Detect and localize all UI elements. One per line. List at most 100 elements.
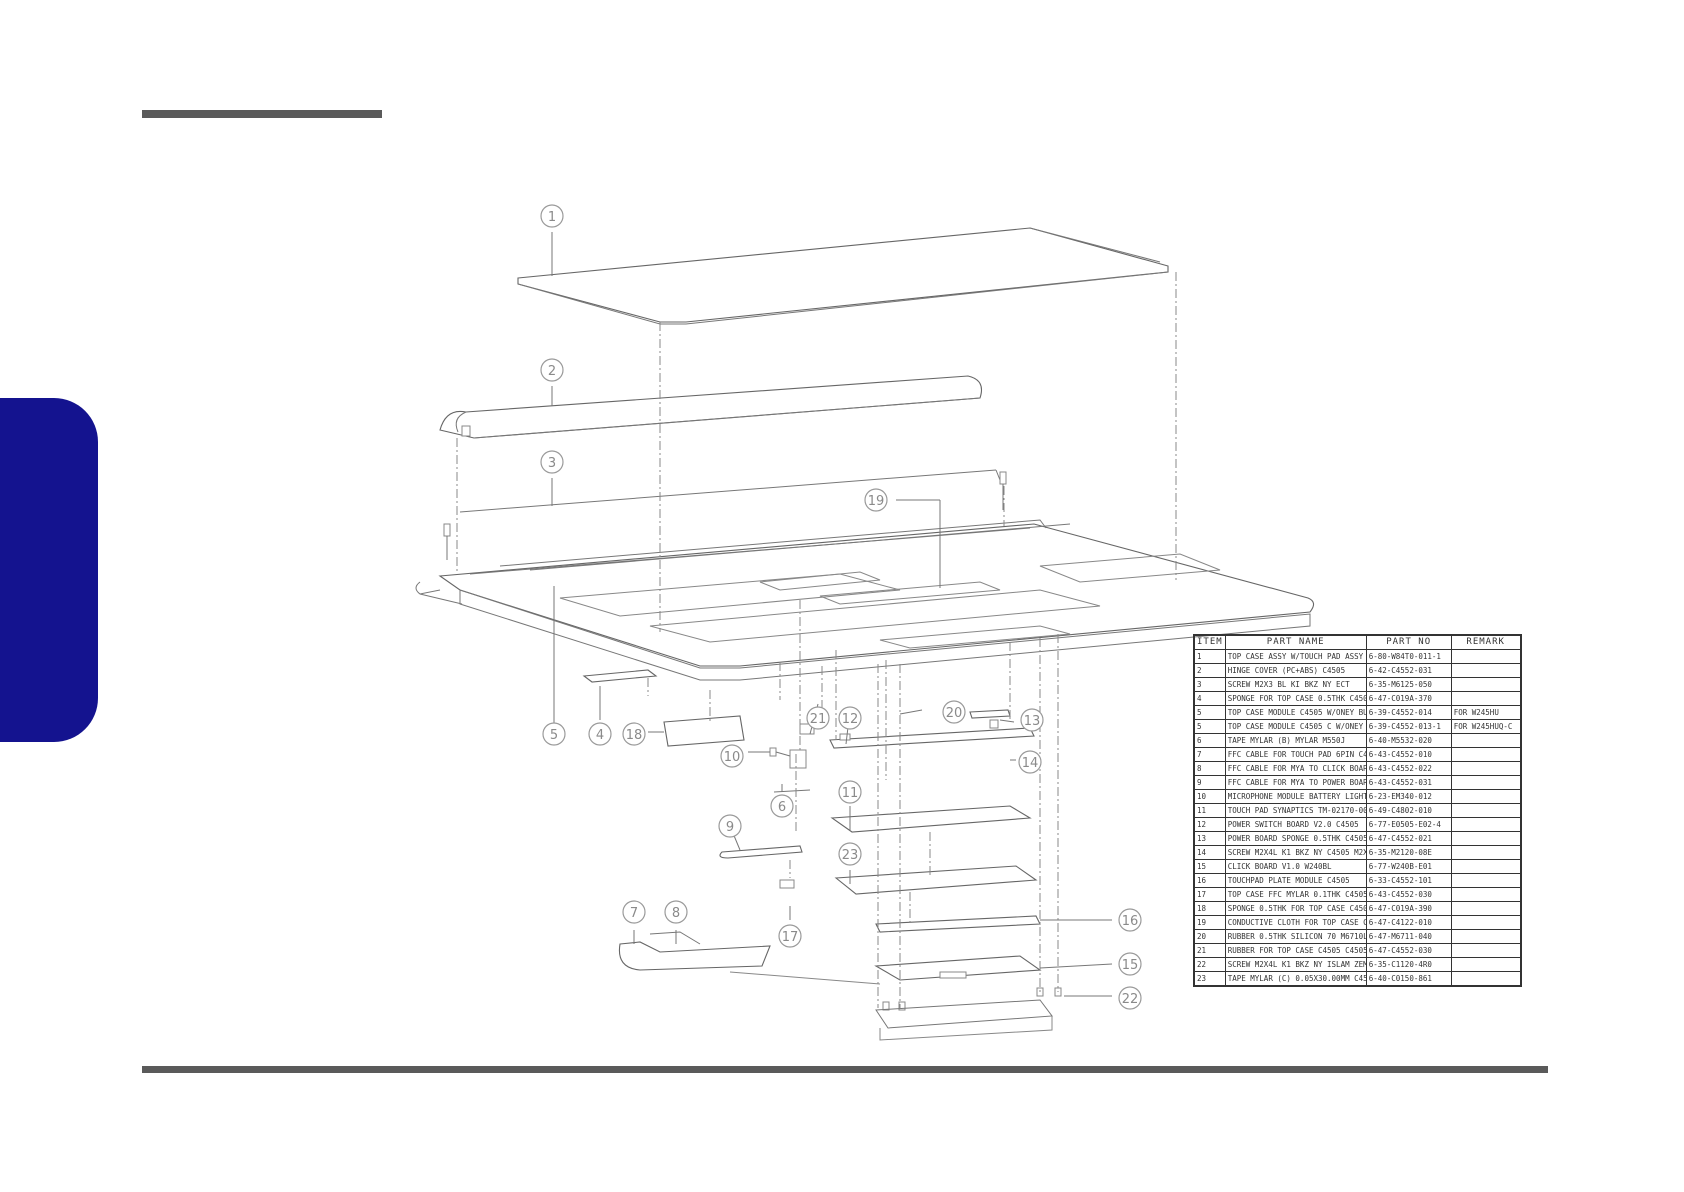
svg-text:4: 4: [596, 728, 604, 743]
callout-19: 19: [864, 488, 888, 512]
cell-remark: [1450, 943, 1522, 958]
cell-item: 11: [1193, 803, 1226, 818]
cell-part-no: 6-47-C019A-390: [1365, 901, 1452, 916]
cell-remark: [1450, 873, 1522, 888]
cell-item: 9: [1193, 775, 1226, 790]
callout-22: 22: [1118, 986, 1142, 1010]
cell-item: 15: [1193, 859, 1226, 874]
cell-part-name: CONDUCTIVE CLOTH FOR TOP CASE C4505: [1224, 915, 1367, 930]
chapter-side-tab: [0, 398, 98, 742]
cell-remark: [1450, 761, 1522, 776]
cell-item: 5: [1193, 719, 1226, 734]
part-tape-mylar-6: [773, 789, 811, 793]
svg-text:6: 6: [778, 800, 786, 815]
cell-remark: FOR W245HU: [1450, 705, 1522, 720]
svg-text:22: 22: [1122, 992, 1139, 1007]
svg-text:2: 2: [548, 364, 556, 379]
cell-part-no: 6-43-C4552-030: [1365, 887, 1452, 902]
cell-remark: [1450, 845, 1522, 860]
cell-item: 5: [1193, 705, 1226, 720]
svg-text:21: 21: [810, 712, 827, 727]
svg-text:1: 1: [548, 210, 556, 225]
part-top-case-module: [415, 519, 1315, 681]
cell-part-no: 6-77-E0505-E02-4: [1365, 817, 1452, 832]
cell-remark: [1450, 817, 1522, 832]
header-part-name: PART NAME: [1224, 634, 1367, 650]
cell-remark: [1450, 887, 1522, 902]
svg-text:13: 13: [1024, 714, 1041, 729]
screw-right: [999, 471, 1007, 510]
cell-part-name: SPONGE 0.5THK FOR TOP CASE C4505: [1224, 901, 1367, 916]
cell-part-no: 6-43-C4552-031: [1365, 775, 1452, 790]
cell-part-no: 6-43-C4552-010: [1365, 747, 1452, 762]
cell-part-no: 6-43-C4552-022: [1365, 761, 1452, 776]
parts-table-header: ITEM PART NAME PART NO REMARK: [1193, 634, 1522, 650]
cell-part-name: SCREW M2X3 BL KI BKZ NY ECT: [1224, 677, 1367, 692]
cell-part-name: SCREW M2X4L K1 BKZ NY C4505 M2X4: [1224, 845, 1367, 860]
cell-part-no: 6-80-W84T0-011-1: [1365, 649, 1452, 664]
cell-item: 18: [1193, 901, 1226, 916]
part-rubber-21: [799, 723, 815, 735]
cell-part-name: TAPE MYLAR (C) 0.05X30.00MM C4505: [1224, 971, 1367, 987]
callout-14: 14: [1018, 750, 1042, 774]
cell-part-name: TOP CASE ASSY W/TOUCH PAD ASSY W/EMI FOI…: [1224, 649, 1367, 664]
cell-item: 4: [1193, 691, 1226, 706]
callout-18: 18: [622, 722, 646, 746]
part-touch-pad: [830, 805, 1032, 833]
cell-part-name: FFC CABLE FOR MYA TO POWER BOARD C4505: [1224, 775, 1367, 790]
svg-text:5: 5: [550, 728, 558, 743]
cell-part-no: 6-39-C4552-014: [1365, 705, 1452, 720]
cell-item: 23: [1193, 971, 1226, 987]
callout-16: 16: [1118, 908, 1142, 932]
part-lower-outline: [729, 971, 1053, 1041]
cell-part-name: SCREW M2X4L K1 BKZ NY ISLAM ZEMM: [1224, 957, 1367, 972]
cell-item: 3: [1193, 677, 1226, 692]
cell-part-name: POWER BOARD SPONGE 0.5THK C4505: [1224, 831, 1367, 846]
cell-remark: [1450, 649, 1522, 664]
cell-part-name: FFC CABLE FOR TOUCH PAD 6PIN C4505: [1224, 747, 1367, 762]
cell-item: 17: [1193, 887, 1226, 902]
part-ffc-cable-9: [719, 845, 803, 859]
cell-item: 12: [1193, 817, 1226, 832]
cell-remark: [1450, 691, 1522, 706]
cell-remark: FOR W245HUQ-C: [1450, 719, 1522, 734]
callout-7: 7: [622, 900, 646, 924]
part-plate: [459, 469, 1001, 513]
cell-part-no: 6-47-C4122-010: [1365, 915, 1452, 930]
cell-part-name: TOUCHPAD PLATE MODULE C4505: [1224, 873, 1367, 888]
callout-21: 21: [806, 706, 830, 730]
part-power-board-sponge: [969, 709, 1011, 719]
svg-text:20: 20: [946, 706, 963, 721]
cell-part-name: SPONGE FOR TOP CASE 0.5THK C4505: [1224, 691, 1367, 706]
cell-part-no: 6-40-C0150-861: [1365, 971, 1452, 987]
callout-10: 10: [720, 744, 744, 768]
callout-9: 9: [718, 814, 742, 838]
callout-13: 13: [1020, 708, 1044, 732]
part-screws-22: [875, 987, 1062, 1029]
cell-part-no: 6-47-M6711-040: [1365, 929, 1452, 944]
part-tape-mylar-23: [834, 865, 1038, 895]
cell-item: 19: [1193, 915, 1226, 930]
callout-15: 15: [1118, 952, 1142, 976]
part-sponge-18: [663, 715, 745, 747]
svg-text:7: 7: [630, 906, 638, 921]
svg-text:12: 12: [842, 712, 859, 727]
part-power-switch-board: [829, 719, 1035, 749]
svg-text:17: 17: [782, 930, 799, 945]
cell-remark: [1450, 733, 1522, 748]
